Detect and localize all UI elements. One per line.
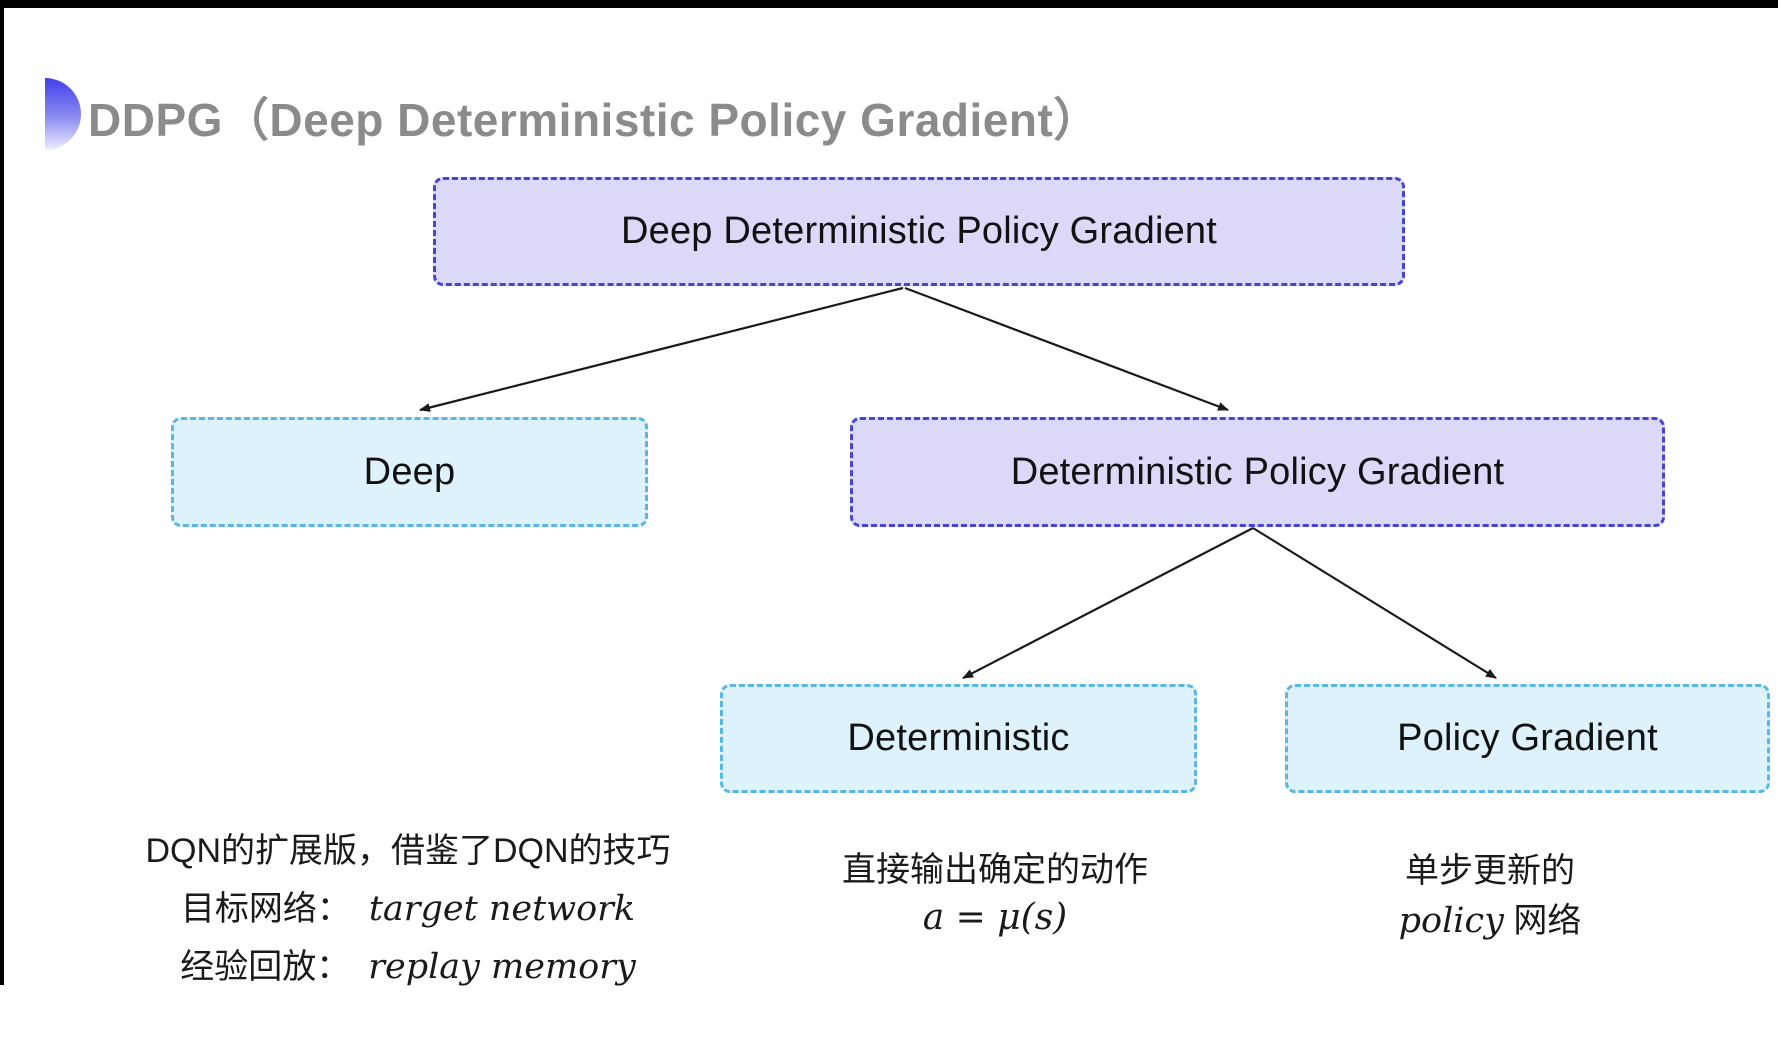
term-target-network: target network [368,889,636,929]
edge-ddpg-deep [419,286,904,412]
left-edge-bar [0,0,4,985]
edge-ddpg-dpg [904,286,1229,412]
node-label: Deterministic [847,717,1070,759]
page-title: DDPG（Deep Deterministic Policy Gradient） [88,94,1100,146]
note-line: 单步更新的 [1405,852,1575,890]
edge-dpg-deterministic [962,527,1254,679]
node-deterministic-policy-gradient: Deterministic Policy Gradient [850,417,1665,527]
note-line: DQN的扩展版，借鉴了DQN的技巧 [145,832,671,870]
half-circle-bullet-icon [45,78,81,150]
top-edge-bar [0,0,1778,8]
note-line: 目标网络：target network [180,889,636,929]
note-line: 直接输出确定的动作 [842,851,1148,889]
node-label: Deterministic Policy Gradient [1010,450,1505,493]
formula-a-mu-s: a = μ(s) [922,897,1068,938]
node-deterministic: Deterministic [720,684,1197,793]
edge-dpg-policy-gradient [1252,527,1497,679]
note-deterministic-action: 直接输出确定的动作 a = μ(s) [795,845,1195,941]
node-label: Deep Deterministic Policy Gradient [620,210,1218,252]
term-replay-memory: replay memory [368,947,636,987]
note-policy-network: 单步更新的 policy 网络 [1290,846,1690,946]
node-policy-gradient: Policy Gradient [1285,684,1770,793]
note-line: 经验回放：replay memory [180,947,636,987]
note-dqn-extension: DQN的扩展版，借鉴了DQN的技巧 目标网络：target network 经验… [108,822,708,996]
node-label: Deep [363,450,456,493]
node-deep: Deep [171,417,648,527]
node-deep-deterministic-policy-gradient: Deep Deterministic Policy Gradient [433,177,1405,286]
note-line: policy 网络 [1398,901,1582,941]
node-label: Policy Gradient [1397,717,1658,759]
term-policy: policy [1398,901,1504,941]
